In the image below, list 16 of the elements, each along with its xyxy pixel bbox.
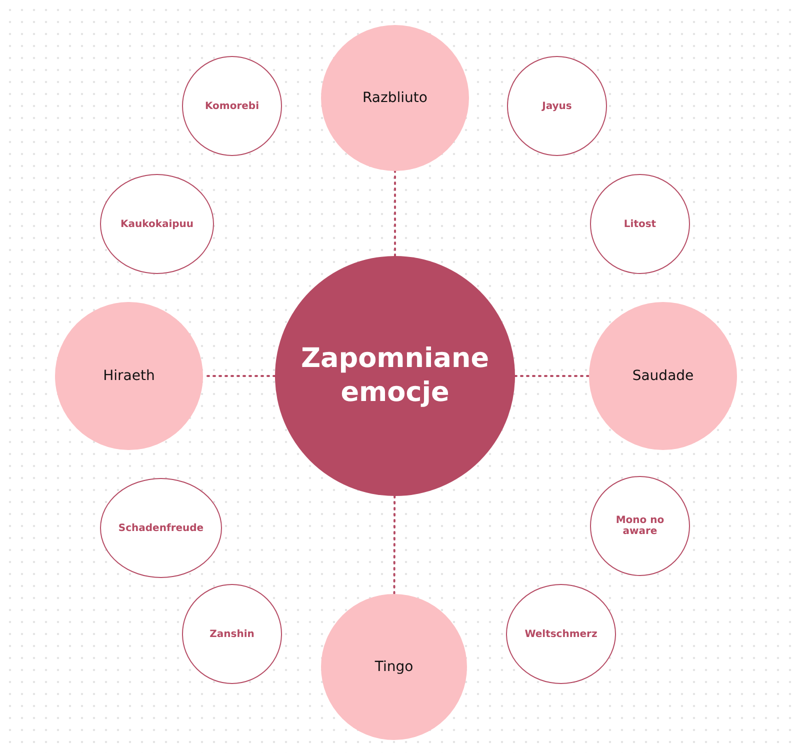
word-label: Weltschmerz [524,628,598,640]
word-label: Tingo [374,659,414,675]
word-label: Kaukokaipuu [120,218,194,230]
word-label: Mono no aware [614,515,666,537]
word-label: Schadenfreude [118,522,204,534]
word-label: Jayus [542,100,572,112]
dotted-connector [394,170,396,257]
word-label: Razbliuto [362,90,428,106]
word-label: Saudade [632,368,694,384]
word-label: Zanshin [210,628,254,640]
dotted-connector [514,375,590,377]
word-label: Komorebi [204,100,260,112]
word-label: Zapomniane emocje [300,342,490,410]
dotted-connector [393,495,396,595]
word-label: Hiraeth [103,368,155,384]
word-label: Litost [624,218,656,230]
